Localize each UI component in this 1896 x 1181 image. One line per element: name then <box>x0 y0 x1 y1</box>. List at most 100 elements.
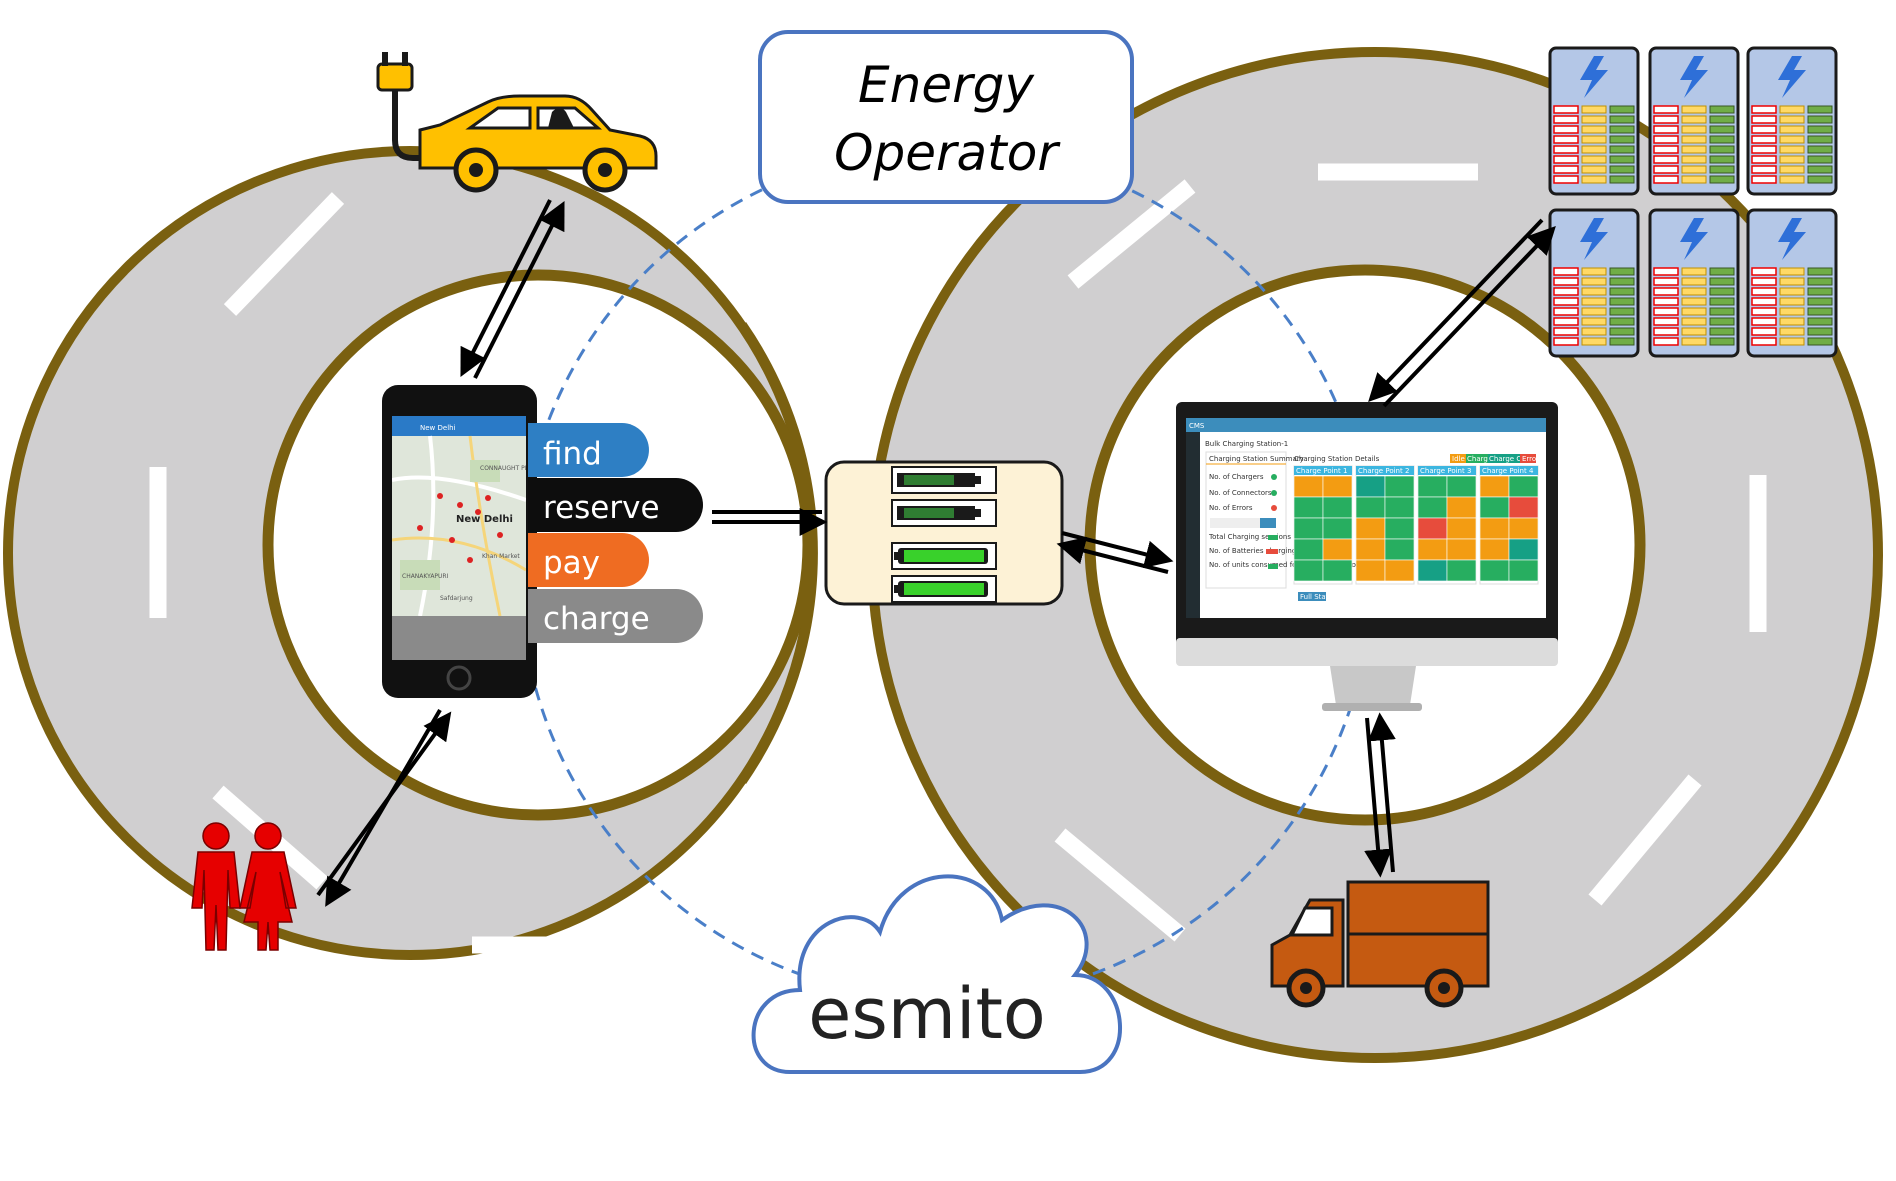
cell-low <box>1653 317 1679 326</box>
cell-mid <box>1779 165 1805 174</box>
cell-full <box>1709 105 1735 114</box>
cell-full <box>1807 135 1833 144</box>
cell-mid <box>1581 165 1607 174</box>
cell-full <box>1609 135 1635 144</box>
connector-cell[interactable] <box>1417 496 1448 519</box>
cell-full <box>1609 165 1635 174</box>
energy-operator-box[interactable]: Energy Operator <box>758 30 1134 204</box>
connector-cell[interactable] <box>1355 538 1386 561</box>
connector-cell[interactable] <box>1508 517 1539 540</box>
connector-cell[interactable] <box>1446 559 1477 582</box>
cell-low <box>1553 337 1579 346</box>
battery-box <box>824 460 1064 606</box>
connector-cell[interactable] <box>1384 517 1415 540</box>
cell-full <box>1807 175 1833 184</box>
cell-mid <box>1581 105 1607 114</box>
step-find[interactable]: find <box>528 423 649 477</box>
connector-cell[interactable] <box>1355 496 1386 519</box>
full-station-button[interactable]: Full Station <box>1298 592 1339 601</box>
cell-full <box>1709 327 1735 336</box>
step-pay[interactable]: pay <box>528 533 649 587</box>
connector-cell[interactable] <box>1322 496 1353 519</box>
connector-cell[interactable] <box>1508 496 1539 519</box>
cell-low <box>1751 135 1777 144</box>
connector-cell[interactable] <box>1322 559 1353 582</box>
connector-cell[interactable] <box>1446 475 1477 498</box>
connector-cell[interactable] <box>1384 496 1415 519</box>
connector-cell[interactable] <box>1322 538 1353 561</box>
connector-cell[interactable] <box>1417 517 1448 540</box>
connector-cell[interactable] <box>1384 475 1415 498</box>
battery-pack-icon <box>1648 46 1740 196</box>
map-place-2: New Delhi <box>456 514 513 525</box>
connector-cell[interactable] <box>1355 517 1386 540</box>
connector-cell[interactable] <box>1479 517 1510 540</box>
cell-full <box>1807 115 1833 124</box>
connector-cell[interactable] <box>1479 538 1510 561</box>
cell-low <box>1553 105 1579 114</box>
connector-cell[interactable] <box>1417 475 1448 498</box>
summary-row-3: No. of Errors <box>1209 504 1253 512</box>
cell-full <box>1709 267 1735 276</box>
cell-low <box>1751 125 1777 134</box>
cell-mid <box>1581 297 1607 306</box>
cell-full <box>1709 277 1735 286</box>
cell-mid <box>1779 287 1805 296</box>
connector-cell[interactable] <box>1479 475 1510 498</box>
connector-cell[interactable] <box>1508 475 1539 498</box>
connector-cell[interactable] <box>1293 517 1324 540</box>
charge-point-panel[interactable]: Charge Point 3 <box>1417 465 1477 585</box>
connector-cell[interactable] <box>1293 538 1324 561</box>
cell-mid <box>1681 135 1707 144</box>
summary-row-5: No. of Batteries charging <box>1209 547 1296 555</box>
cell-full <box>1709 337 1735 346</box>
connector-cell[interactable] <box>1293 496 1324 519</box>
bolt-icon <box>1580 218 1608 260</box>
cell-mid <box>1779 317 1805 326</box>
connector-cell[interactable] <box>1322 517 1353 540</box>
cell-low <box>1751 317 1777 326</box>
connector-cell[interactable] <box>1293 475 1324 498</box>
connector-cell[interactable] <box>1322 475 1353 498</box>
connector-cell[interactable] <box>1293 559 1324 582</box>
esmito-cloud[interactable]: esmito <box>751 874 1123 1074</box>
cell-low <box>1553 165 1579 174</box>
connector-cell[interactable] <box>1355 559 1386 582</box>
charge-point-panel[interactable]: Charge Point 4 <box>1479 465 1539 585</box>
cell-full <box>1709 135 1735 144</box>
cell-low <box>1653 115 1679 124</box>
connector-cell[interactable] <box>1446 517 1477 540</box>
connector-cell[interactable] <box>1446 538 1477 561</box>
step-charge[interactable]: charge <box>528 589 703 643</box>
app-steps: find reserve pay charge <box>528 423 703 643</box>
connector-cell[interactable] <box>1355 475 1386 498</box>
connector-cell[interactable] <box>1417 559 1448 582</box>
charge-point-panel[interactable]: Charge Point 2 <box>1355 465 1415 585</box>
cell-mid <box>1581 175 1607 184</box>
cell-full <box>1609 307 1635 316</box>
cell-full <box>1609 337 1635 346</box>
cell-mid <box>1779 297 1805 306</box>
connector-cell[interactable] <box>1508 538 1539 561</box>
connector-cell[interactable] <box>1384 559 1415 582</box>
step-reserve[interactable]: reserve <box>528 478 703 532</box>
plug-cable <box>392 80 425 161</box>
connector-cell[interactable] <box>1446 496 1477 519</box>
connector-cell[interactable] <box>1417 538 1448 561</box>
connector-cell[interactable] <box>1384 538 1415 561</box>
summary-tabs[interactable] <box>1210 518 1276 528</box>
connector-cell[interactable] <box>1479 496 1510 519</box>
cell-low <box>1653 105 1679 114</box>
connector-cell[interactable] <box>1479 559 1510 582</box>
cell-low <box>1653 155 1679 164</box>
map-place-5: Safdarjung <box>440 595 473 602</box>
charge-point-header <box>1480 466 1538 475</box>
cell-mid <box>1681 287 1707 296</box>
charge-point-panel[interactable]: Charge Point 1 <box>1293 465 1353 585</box>
connector-cell[interactable] <box>1508 559 1539 582</box>
cell-full <box>1609 297 1635 306</box>
cell-mid <box>1581 307 1607 316</box>
battery-icon <box>891 499 997 527</box>
cell-mid <box>1681 125 1707 134</box>
legend-idle: Idle <box>1452 455 1465 463</box>
